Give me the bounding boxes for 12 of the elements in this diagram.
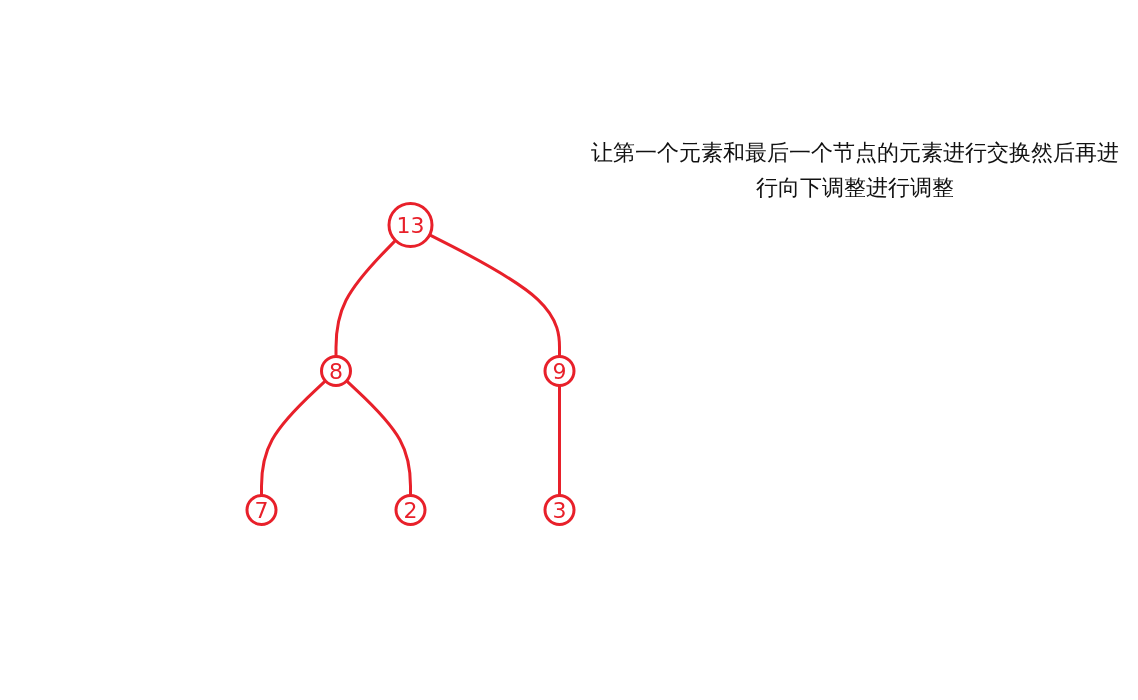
- connector: [334, 239, 397, 357]
- connector: [259, 379, 326, 496]
- node-circle: 8: [319, 355, 352, 387]
- node-circle: 9: [543, 355, 575, 387]
- connector: [557, 385, 561, 496]
- connector: [345, 379, 412, 496]
- node-circle: 2: [394, 494, 426, 526]
- note-text: 让第一个元素和最后一个节点的元素进行交换然后再进行向下调整进行调整: [590, 139, 1120, 203]
- node-circle: 13: [387, 202, 433, 248]
- node-circle: 7: [245, 494, 277, 526]
- node-circle: 3: [543, 494, 575, 526]
- connector: [428, 233, 561, 357]
